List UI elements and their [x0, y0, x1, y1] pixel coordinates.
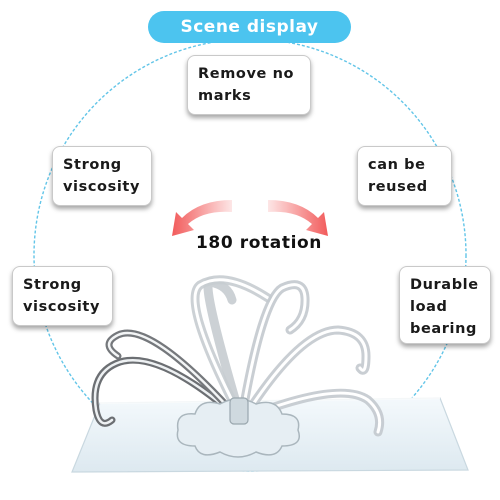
feature-callout-durable-load-bearing: Durable load bearing	[399, 266, 491, 344]
feature-callout-strong-viscosity: Strong viscosity	[52, 146, 152, 206]
feature-line: Strong	[23, 277, 82, 293]
feature-line: viscosity	[23, 299, 100, 315]
feature-line: reused	[368, 179, 428, 195]
feature-line: can be	[368, 157, 426, 173]
feature-callout-can-be-reused: can be reused	[357, 146, 452, 206]
feature-line: Strong	[63, 157, 122, 173]
curved-arrow-right-icon	[268, 200, 328, 236]
feature-line: marks	[198, 88, 252, 104]
feature-line: load	[410, 299, 448, 315]
curved-arrow-left-icon	[172, 200, 232, 236]
feature-callout-strong-viscosity-2: Strong viscosity	[12, 266, 113, 326]
page-title: Scene display	[148, 11, 351, 43]
feature-line: Durable	[410, 277, 479, 293]
feature-callout-remove-no-marks: Remove no marks	[187, 55, 311, 115]
rotation-label: 180 rotation	[196, 233, 323, 253]
feature-line: viscosity	[63, 179, 140, 195]
feature-line: Remove no	[198, 66, 295, 82]
feature-line: bearing	[410, 321, 478, 337]
hook-rotation-fan	[91, 275, 385, 437]
flower-base	[176, 397, 300, 458]
